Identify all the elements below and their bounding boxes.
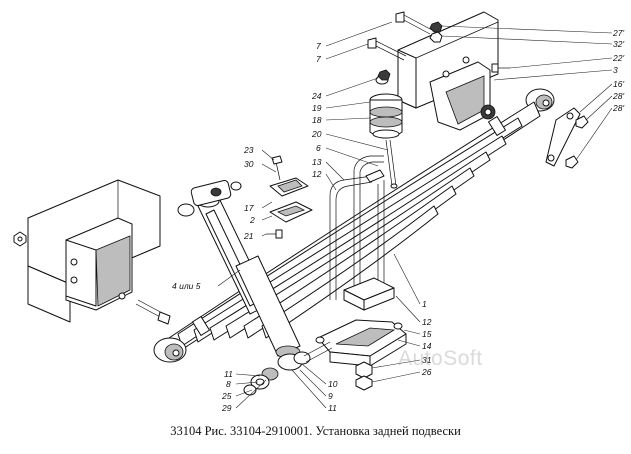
callout-19: 19: [312, 103, 322, 113]
shock-upper-mount: [177, 180, 242, 217]
callout-21: 21: [243, 231, 254, 241]
left-spring-bracket: [65, 217, 133, 311]
left-bolt: [135, 299, 171, 325]
callout-1: 1: [422, 299, 427, 309]
callout-labels: 7 7 24 19 18 20 6 13 12 23 30 17 2 21 4 …: [172, 28, 624, 413]
callout-22: 22': [612, 53, 624, 63]
callout-7b: 7: [316, 54, 321, 64]
leader-lines: [217, 21, 613, 409]
watermark: AutoSoft: [398, 347, 483, 370]
callout-27: 27': [612, 28, 624, 38]
callout-32: 32': [613, 39, 624, 49]
callout-16: 16': [613, 79, 624, 89]
left-eye-bushing: [153, 337, 187, 363]
callout-30: 30: [244, 159, 254, 169]
callout-18: 18: [312, 115, 322, 125]
callout-26: 26: [421, 367, 432, 377]
right-bolt-lower: [367, 37, 407, 61]
callout-10: 10: [328, 379, 338, 389]
figure-caption: 33104 Рис. 33104-2910001. Установка задн…: [170, 424, 461, 438]
callout-8: 8: [226, 379, 231, 389]
small-bolt-23: [271, 155, 283, 181]
right-spring-bracket: [429, 56, 496, 131]
stud-top: [377, 69, 391, 81]
callout-11b: 11: [328, 403, 337, 413]
right-nuts-upper: [429, 21, 443, 43]
callout-28a: 28': [612, 91, 624, 101]
axle-clamp-plate: [315, 319, 407, 367]
right-small-bolt: [491, 63, 510, 73]
callout-15: 15: [422, 329, 432, 339]
callout-3: 3: [613, 65, 618, 75]
callout-17: 17: [244, 203, 254, 213]
callout-4or5: 4 или 5: [172, 281, 201, 291]
callout-9: 9: [328, 391, 333, 401]
callout-31: 31: [422, 355, 432, 365]
shackle: [545, 107, 589, 169]
callout-7a: 7: [316, 41, 321, 51]
callout-25: 25: [221, 391, 232, 401]
callout-12b: 12: [422, 317, 432, 327]
callout-24: 24: [311, 91, 322, 101]
spring-pad: [343, 277, 395, 311]
small-bolt-21: [266, 229, 283, 239]
callout-13: 13: [312, 157, 322, 167]
callout-12a: 12: [312, 169, 322, 179]
cushion-17: [269, 177, 309, 197]
u-bolt-rear: [377, 180, 385, 296]
clamp-nuts: [355, 361, 373, 391]
cushion-2: [269, 201, 313, 223]
bump-stop: [369, 75, 403, 189]
callout-20: 20: [311, 129, 322, 139]
callout-28b: 28': [612, 103, 624, 113]
callout-2: 2: [249, 215, 255, 225]
callout-23: 23: [243, 145, 254, 155]
callout-6: 6: [316, 143, 321, 153]
callout-29: 29: [221, 403, 232, 413]
left-nut: [13, 231, 27, 247]
right-bolt-upper: [395, 11, 433, 35]
callout-14: 14: [422, 341, 432, 351]
shock-lower-mount: [243, 341, 333, 396]
callout-11a: 11: [224, 369, 233, 379]
